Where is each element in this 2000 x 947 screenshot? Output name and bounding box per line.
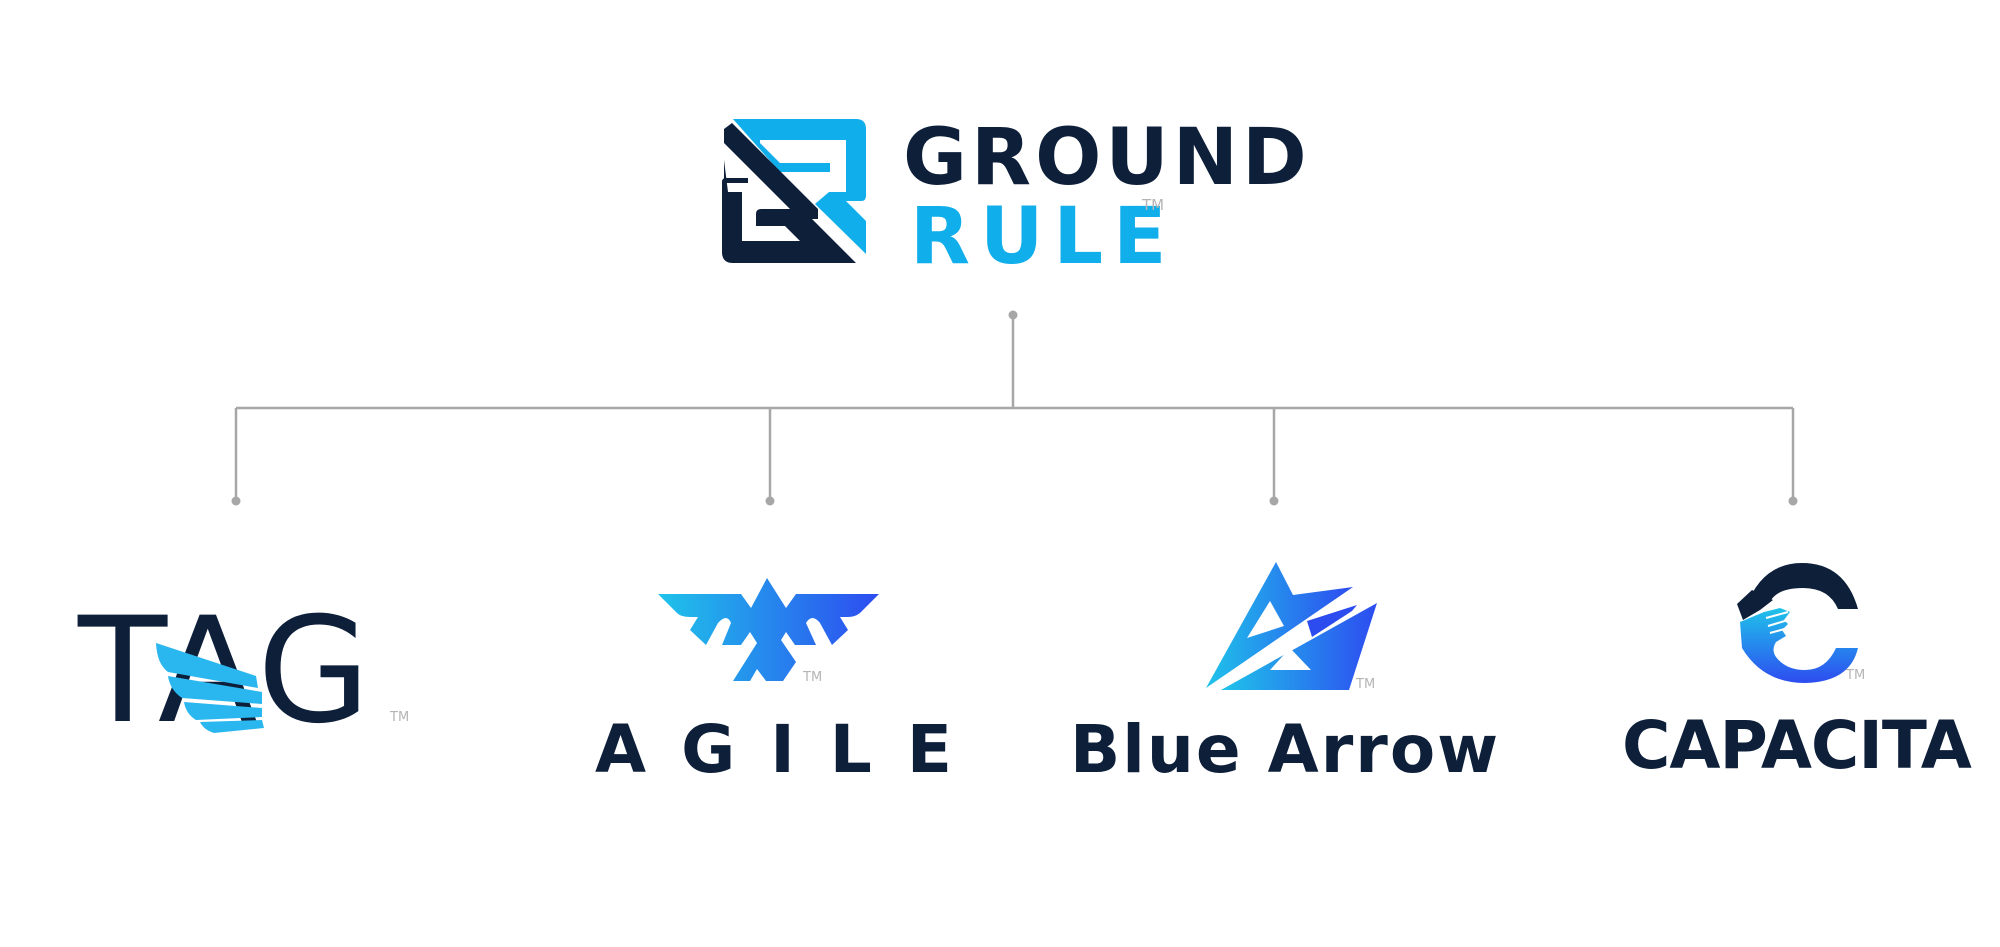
tag-wings-icon (156, 643, 264, 733)
groundrule-line1: GROUND (903, 113, 1311, 203)
agile-wordmark: AGILE (595, 711, 987, 788)
capacita-wordmark: CAPACITA (1622, 707, 1972, 784)
connector-dot (231, 496, 241, 506)
connector-dot (1269, 496, 1279, 506)
agile-eagle-icon (658, 578, 879, 681)
blue-arrow-wordmark: Blue Arrow (1070, 711, 1500, 788)
blue-arrow-triangle-icon (1206, 562, 1377, 690)
groundrule-tm: TM (1141, 196, 1164, 214)
connector-dot (1008, 310, 1018, 320)
connector-tree (234, 315, 1795, 501)
blue-arrow-tm: TM (1355, 677, 1375, 692)
capacita-logo: TM CAPACITA (1622, 563, 1973, 784)
tag-tm: TM (389, 710, 409, 725)
blue-arrow-logo: TM Blue Arrow (1070, 562, 1500, 788)
capacita-tm: TM (1845, 668, 1865, 683)
groundrule-logo: GROUND RULE TM (722, 113, 1311, 282)
tag-logo: TAG TM (77, 586, 409, 756)
agile-logo: TM AGILE (595, 578, 987, 788)
groundrule-mark-icon (722, 119, 866, 263)
connector-dot (765, 496, 775, 506)
capacita-hand-icon (1737, 563, 1858, 683)
connector-dot (1788, 496, 1798, 506)
connector-dots (231, 310, 1798, 506)
groundrule-line2: RULE (910, 192, 1176, 282)
agile-tm-mark: TM (802, 670, 822, 685)
